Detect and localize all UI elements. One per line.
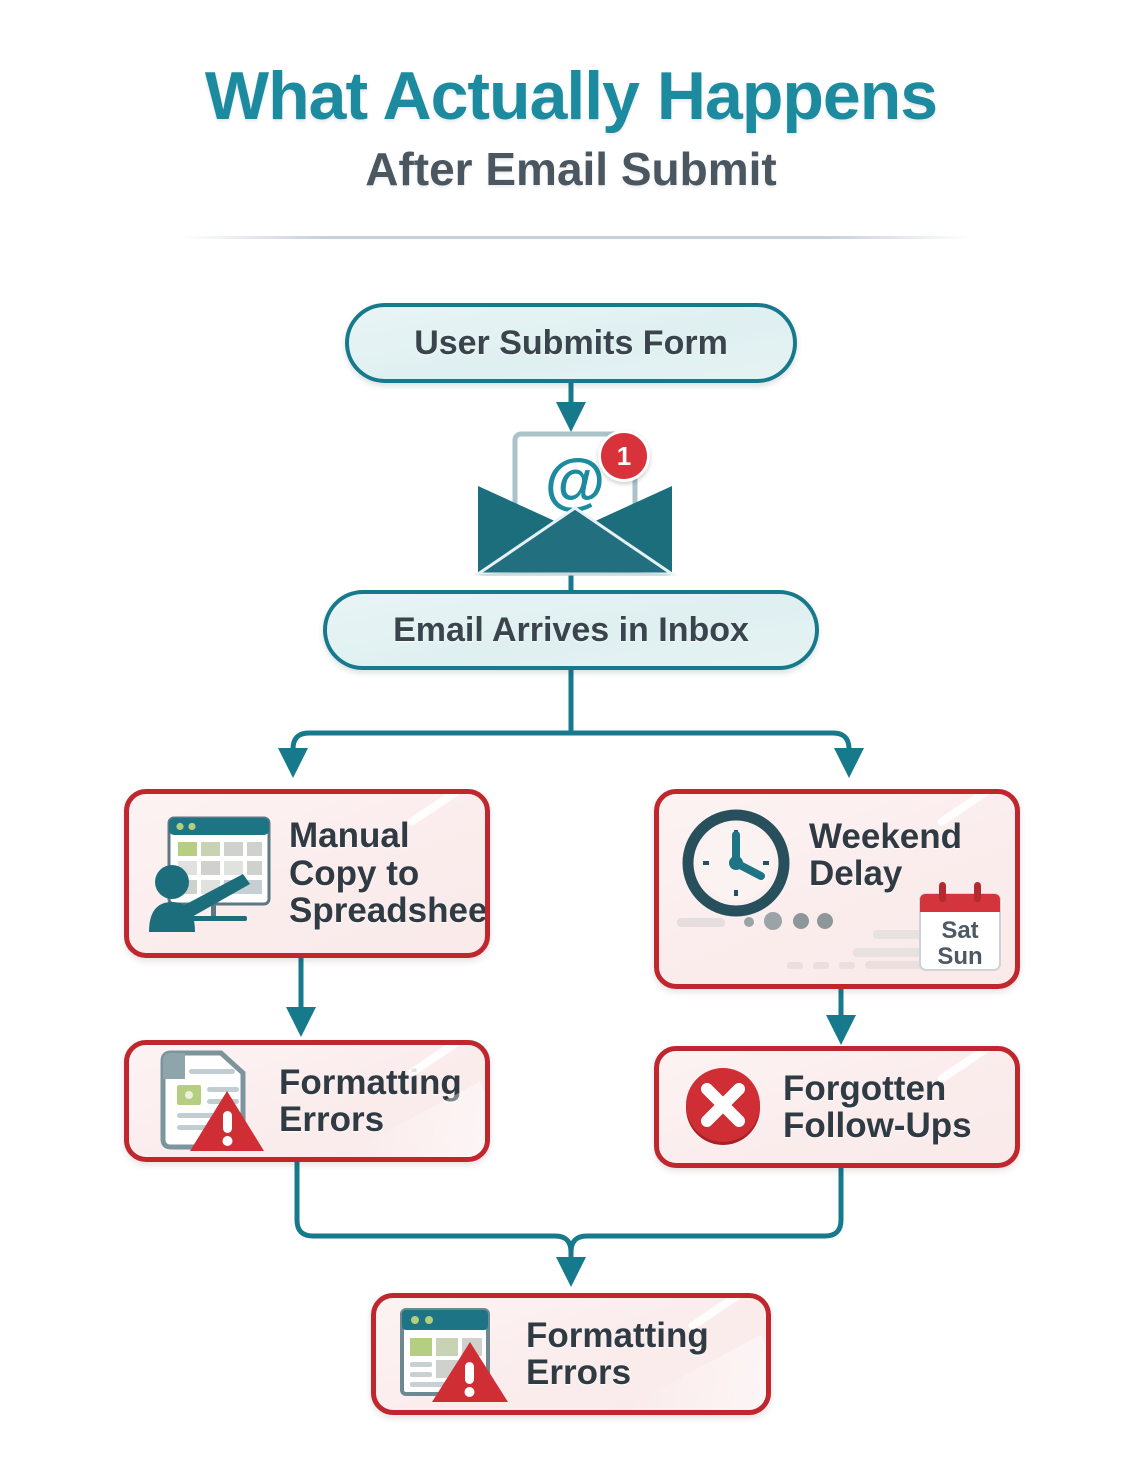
node-formatting-errors-bottom[interactable]: Formatting Errors — [371, 1293, 771, 1415]
node-manual-copy-to-spreadsheet[interactable]: Manual Copy to Spreadsheet — [124, 789, 490, 958]
node-label-line-2: Follow-Ups — [783, 1106, 972, 1145]
node-label: Formatting Errors — [279, 1062, 462, 1139]
node-label: Manual Copy to Spreadsheet — [289, 816, 490, 931]
node-label: Forgotten Follow-Ups — [783, 1068, 972, 1145]
edge-fmt1-merge — [294, 1162, 586, 1287]
node-label-line-2: Errors — [279, 1100, 385, 1139]
node-label-line-1: Manual — [289, 816, 410, 856]
node-label-line-2: Copy to — [289, 853, 420, 893]
node-label-line-1: Formatting — [526, 1315, 709, 1355]
node-label: User Submits Form — [414, 323, 728, 362]
open-envelope-icon: @ 1 — [470, 428, 680, 578]
edge-forgot-merge — [568, 1168, 844, 1272]
document-warning-icon — [147, 1047, 265, 1156]
node-label-line-2: Delay — [809, 854, 903, 894]
node-email-arrives-in-inbox[interactable]: Email Arrives in Inbox — [323, 590, 819, 670]
calendar-icon: Sat Sun — [915, 880, 1005, 972]
spreadsheet-warning-icon — [394, 1302, 512, 1407]
red-x-circle-icon — [677, 1059, 769, 1156]
node-user-submits-form[interactable]: User Submits Form — [345, 303, 797, 383]
node-label-line-2: Errors — [526, 1353, 632, 1392]
node-formatting-errors-left[interactable]: Formatting Errors — [124, 1040, 490, 1162]
page-subtitle: After Email Submit — [365, 143, 777, 195]
email-badge: 1 — [598, 430, 650, 482]
node-forgotten-follow-ups[interactable]: Forgotten Follow-Ups — [654, 1046, 1020, 1168]
edge-split-to-manual — [278, 730, 571, 778]
node-label-line-3: Spreadsheet — [289, 891, 490, 931]
spreadsheet-person-icon — [147, 810, 275, 937]
header-divider — [181, 236, 971, 239]
at-symbol: @ — [545, 447, 605, 516]
node-label-line-1: Formatting — [279, 1062, 462, 1102]
node-label: Formatting Errors — [526, 1315, 709, 1392]
calendar-day-2: Sun — [937, 943, 982, 970]
node-label: Email Arrives in Inbox — [393, 610, 749, 649]
motion-streaks-icon — [677, 912, 935, 969]
node-label-line-1: Forgotten — [783, 1068, 947, 1108]
edge-split-to-weekend — [571, 730, 864, 778]
clock-icon — [677, 808, 795, 931]
node-label-line-1: Weekend — [809, 817, 963, 856]
calendar-day-1: Sat — [941, 917, 978, 944]
email-badge-count: 1 — [616, 440, 632, 471]
page-title: What Actually Happens — [204, 58, 938, 134]
page-header: What Actually Happens After Email Submit — [0, 62, 1142, 192]
node-weekend-delay[interactable]: Weekend Delay Sat Sun — [654, 789, 1020, 989]
